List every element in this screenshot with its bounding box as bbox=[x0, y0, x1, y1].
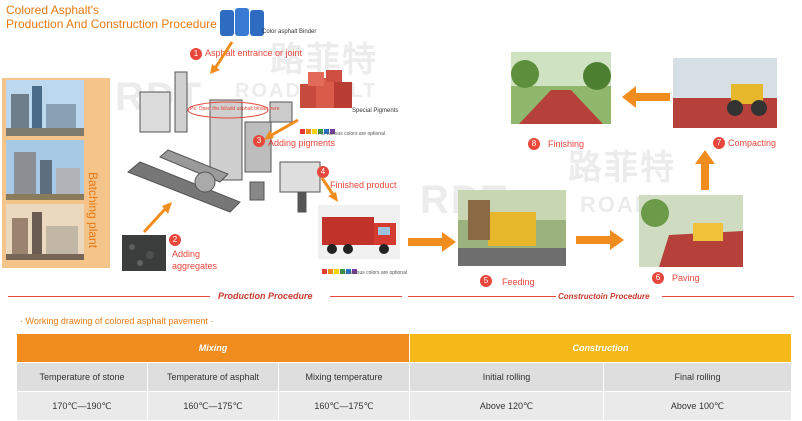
truck-colors-note: Ps: various colors are optional bbox=[340, 270, 407, 276]
val-initial-rolling: Above 120℃ bbox=[409, 391, 604, 421]
special-pigments-label: Special Pigments bbox=[352, 108, 399, 114]
binder-label: Color asphalt Binder bbox=[262, 29, 317, 35]
step-4-label: Finished product bbox=[330, 180, 397, 190]
val-temperature-of-stone: 170℃—190℃ bbox=[16, 391, 148, 421]
aggregates-photo bbox=[122, 235, 166, 271]
arrow-aggregate-to-plant bbox=[142, 202, 172, 234]
val-final-rolling: Above 100℃ bbox=[603, 391, 792, 421]
val-mixing-temperature: 160℃—175℃ bbox=[278, 391, 410, 421]
construction-divider-line-2 bbox=[662, 296, 794, 297]
step-7-label: Compacting bbox=[728, 138, 777, 148]
col-temperature-of-asphalt: Temperature of asphalt bbox=[147, 362, 279, 392]
paving-photo bbox=[639, 195, 743, 267]
construction-procedure-label: Constructoin Procedure bbox=[558, 292, 650, 301]
pigment-bags bbox=[298, 70, 356, 110]
step-4-badge: 4 bbox=[317, 166, 329, 178]
construction-header: Construction bbox=[409, 333, 792, 363]
col-temperature-of-stone: Temperature of stone bbox=[16, 362, 148, 392]
step-3-label: Adding pigments bbox=[268, 138, 336, 148]
plant-callout-note: Ps: Open the lid/add asphalt binder here bbox=[190, 106, 280, 112]
finishing-photo bbox=[511, 52, 611, 124]
dump-truck-photo bbox=[318, 205, 400, 259]
pigment-colors-note: Ps: various colors are optional bbox=[318, 131, 385, 137]
working-drawing-table: Mixing Construction Temperature of stone… bbox=[16, 333, 792, 421]
step-2-label: Adding aggregates bbox=[172, 249, 218, 271]
col-mixing-temperature: Mixing temperature bbox=[278, 362, 410, 392]
step-6-badge: 6 bbox=[652, 272, 664, 284]
plant-photo-1 bbox=[6, 80, 84, 136]
arrow-binder-to-plant bbox=[210, 41, 234, 74]
arrow-compacting-to-finishing bbox=[622, 86, 670, 108]
plant-photo-2 bbox=[6, 140, 84, 200]
step-2-badge: 2 bbox=[169, 234, 181, 246]
working-drawing-label: · Working drawing of colored asphalt pav… bbox=[20, 316, 214, 326]
production-divider-line-2 bbox=[330, 296, 402, 297]
binder-barrels bbox=[218, 4, 266, 40]
step-7-badge: 7 bbox=[713, 137, 725, 149]
step-3-badge: 3 bbox=[253, 135, 265, 147]
feeding-photo bbox=[458, 190, 566, 266]
arrow-pigment-to-plant bbox=[264, 118, 299, 140]
step-5-label: Feeding bbox=[502, 277, 535, 287]
construction-divider-line bbox=[408, 296, 556, 297]
arrow-truck-to-feeding bbox=[408, 232, 456, 252]
truck-pigment-swatches bbox=[322, 262, 362, 274]
page-title: Colored Asphalt's Production And Constru… bbox=[6, 3, 217, 31]
arrow-paving-to-compacting bbox=[695, 150, 715, 190]
pigment-swatches bbox=[300, 122, 340, 134]
mixing-header: Mixing bbox=[16, 333, 410, 363]
arrow-plant-to-truck bbox=[320, 177, 338, 202]
col-initial-rolling: Initial rolling bbox=[409, 362, 604, 392]
production-divider-line bbox=[8, 296, 210, 297]
plant-photo-3 bbox=[6, 204, 84, 260]
compacting-photo bbox=[673, 58, 777, 128]
col-final-rolling: Final rolling bbox=[603, 362, 792, 392]
val-temperature-of-asphalt: 160℃—175℃ bbox=[147, 391, 279, 421]
batching-plant-label: Batching plant bbox=[86, 172, 100, 249]
step-6-label: Paving bbox=[672, 273, 700, 283]
step-8-badge: 8 bbox=[528, 138, 540, 150]
step-8-label: Finishing bbox=[548, 139, 585, 149]
production-procedure-label: Production Procedure bbox=[218, 291, 313, 301]
arrow-feeding-to-paving bbox=[576, 230, 624, 250]
step-1-label: Asphalt entrance or joint bbox=[205, 48, 303, 58]
step-1-badge: 1 bbox=[190, 48, 202, 60]
asphalt-plant-drawing bbox=[120, 62, 325, 227]
step-5-badge: 5 bbox=[480, 275, 492, 287]
watermark-cn-right: 路菲特 bbox=[568, 149, 676, 187]
